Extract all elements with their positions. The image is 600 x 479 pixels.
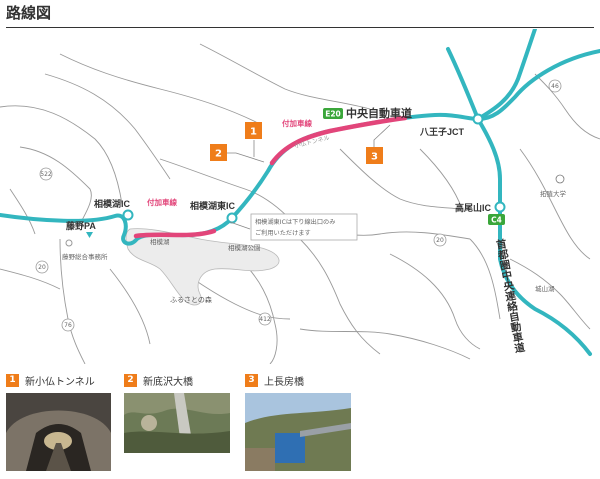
chuo-branch-line: [446, 47, 480, 121]
photo-number: 2: [124, 373, 137, 387]
photo-caption: 新底沢大橋: [143, 376, 193, 388]
sagamiko-ic-label: 相模湖IC: [94, 198, 131, 209]
route-markers: 1 2 3: [210, 122, 383, 164]
route-map: 522 20 46 76 20 412 1: [0, 29, 600, 364]
road-name-label: 中央自動車道: [346, 106, 412, 120]
route-shield-label: 20: [38, 264, 46, 271]
sagamiko-ic-marker: [122, 209, 134, 221]
shiroyamako-label: 城山湖: [535, 284, 555, 293]
fujino-office-label: 藤野総合事務所: [62, 252, 108, 261]
note-line-2: ご利用いただけます: [255, 229, 311, 237]
added-lane-east: [269, 115, 408, 166]
takushoku-univ-icon: [555, 174, 565, 184]
note-callout: 相模湖東ICは下り線出口のみ ご利用いただけます: [250, 213, 358, 241]
sagamiko-lake-label: 相模湖: [150, 237, 170, 246]
takushoku-univ-label: 拓殖大学: [540, 189, 567, 198]
map-labels: 中央自動車道 付加車線 付加車線 小仏トンネル 相模湖IC 相模湖東IC 八王子…: [62, 106, 567, 304]
title-divider: [6, 27, 594, 28]
added-lane-west: [133, 228, 217, 239]
photo-caption: 新小仏トンネル: [25, 376, 95, 388]
fujino-office-marker: [65, 239, 73, 247]
bridge-aerial-photo: [124, 393, 230, 453]
sagamiko-lake: [125, 228, 280, 306]
hachioji-jct-label: 八王子JCT: [419, 127, 465, 137]
note-line-1: 相模湖東ICは下り線出口のみ: [255, 218, 335, 226]
added-lane-east-label: 付加車線: [282, 118, 312, 128]
sagamiko-east-ic-marker: [226, 212, 238, 224]
sagamiko-east-ic-label: 相模湖東IC: [190, 200, 236, 211]
photo-number: 3: [245, 373, 258, 387]
marker-3-label: 3: [371, 152, 378, 163]
route-shield-label: 412: [259, 316, 271, 323]
sagamiko-park-label: 相模湖公園: [228, 243, 261, 252]
route-shield-label: 522: [40, 171, 52, 178]
bridge-construction-photo: [245, 393, 351, 471]
furusato-forest-label: ふるさとの森: [170, 295, 212, 304]
chuo-expressway-line: [0, 49, 600, 246]
fujino-pa-label: 藤野PA: [66, 220, 96, 231]
route-shield-label: 46: [551, 83, 559, 90]
c4-badge: C4: [491, 216, 502, 225]
page-title: 路線図: [6, 4, 52, 22]
photo-card-3: 3 上長房橋: [245, 370, 351, 471]
photo-card-2: 2 新底沢大橋: [124, 370, 230, 453]
route-number-shields: 522 20 46 76 20 412: [35, 79, 562, 332]
added-lane-west-label: 付加車線: [147, 197, 177, 207]
hachioji-jct-marker: [472, 113, 484, 125]
photo-card-1: 1 新小仏トンネル: [6, 370, 111, 471]
photo-number: 1: [6, 373, 19, 387]
kenodo-north-line: [476, 29, 537, 121]
interchange-markers: [65, 113, 565, 247]
e20-badge: E20: [325, 110, 341, 119]
takaosan-ic-marker: [494, 201, 506, 213]
photo-gallery: 1 新小仏トンネル 2 新底沢大橋 3 上長房橋: [0, 370, 600, 479]
marker-1-label: 1: [250, 127, 257, 138]
kenodo-line: [476, 117, 592, 356]
route-shield-label: 76: [64, 322, 72, 329]
photo-caption: 上長房橋: [264, 376, 304, 388]
takaosan-ic-label: 高尾山IC: [455, 202, 492, 213]
marker-2-label: 2: [215, 149, 222, 160]
fujino-pa-triangle-icon: [86, 232, 93, 238]
expressway-badges: E20 C4: [323, 108, 505, 225]
route-shield-label: 20: [436, 237, 444, 244]
tunnel-photo: [6, 393, 111, 471]
